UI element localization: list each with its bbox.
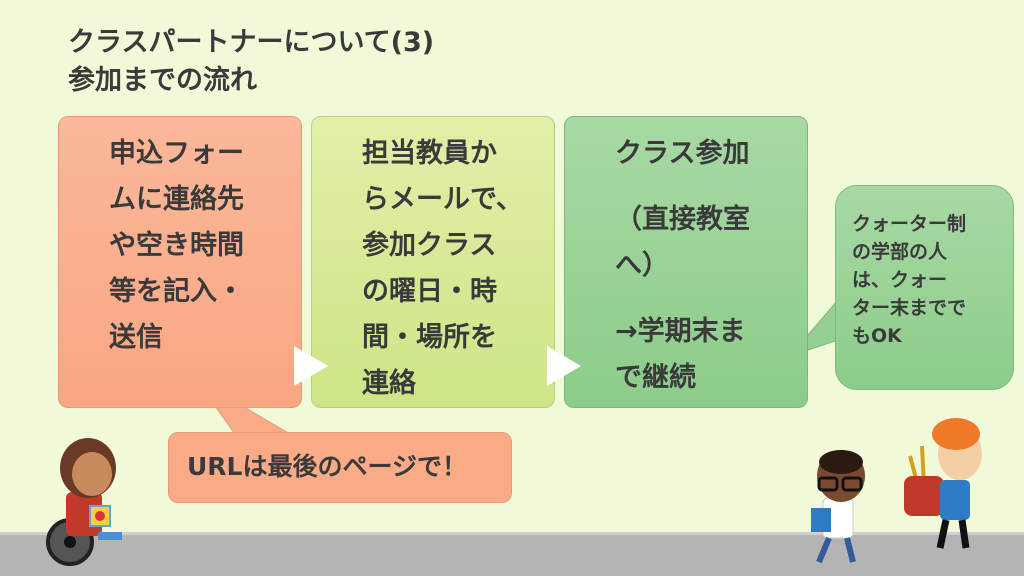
step-1-line: 申込フォー (109, 138, 244, 169)
step-2-line: 連絡 (362, 368, 416, 399)
title-line-1: クラスパートナーについて(3) (68, 27, 435, 58)
callout-line: もOK (852, 325, 902, 347)
student-backpack-illustration (904, 418, 982, 549)
step-2-line: 担当教員か (362, 138, 497, 169)
callout-line: ター末までで (852, 297, 967, 319)
slide-title: クラスパートナーについて(3) 参加までの流れ (68, 24, 434, 100)
step-2-line: の曜日・時 (362, 276, 497, 307)
step-2-box: 担当教員か らメールで、 参加クラス の曜日・時 間・場所を 連絡 (311, 116, 555, 408)
url-note-callout: URLは最後のページで！ (168, 432, 512, 503)
step-3-line: クラス参加 (615, 138, 750, 169)
student-wheelchair-illustration (46, 438, 122, 566)
step-3-line: へ） (615, 250, 669, 281)
step-1-line: ムに連絡先 (109, 184, 244, 215)
title-line-2: 参加までの流れ (68, 65, 257, 96)
step-3-line: で継続 (615, 362, 696, 393)
quarter-note-callout: クォーター制 の学部の人 は、クォー ター末までで もOK (835, 185, 1014, 390)
step-3-box: クラス参加 （直接教室 へ） →学期末ま で継続 (564, 116, 808, 408)
step-1-box: 申込フォー ムに連絡先 や空き時間 等を記入・ 送信 (58, 116, 302, 408)
step-1-line: 送信 (109, 322, 163, 353)
step-arrow-icon (294, 346, 328, 386)
step-2-line: 参加クラス (362, 230, 497, 261)
step-1-line: や空き時間 (109, 230, 244, 261)
callout-text: URLは最後のページで！ (187, 452, 467, 481)
callout-line: クォーター制 (852, 213, 967, 235)
step-3-line: （直接教室 (615, 204, 750, 235)
step-arrow-icon (547, 346, 581, 386)
step-2-line: らメールで、 (362, 184, 523, 215)
step-2-line: 間・場所を (362, 322, 497, 353)
callout-line: は、クォー (852, 269, 948, 291)
step-3-line: →学期末ま (615, 316, 746, 347)
callout-line: の学部の人 (852, 241, 948, 263)
step-1-line: 等を記入・ (109, 276, 244, 307)
student-glasses-illustration (811, 450, 865, 564)
